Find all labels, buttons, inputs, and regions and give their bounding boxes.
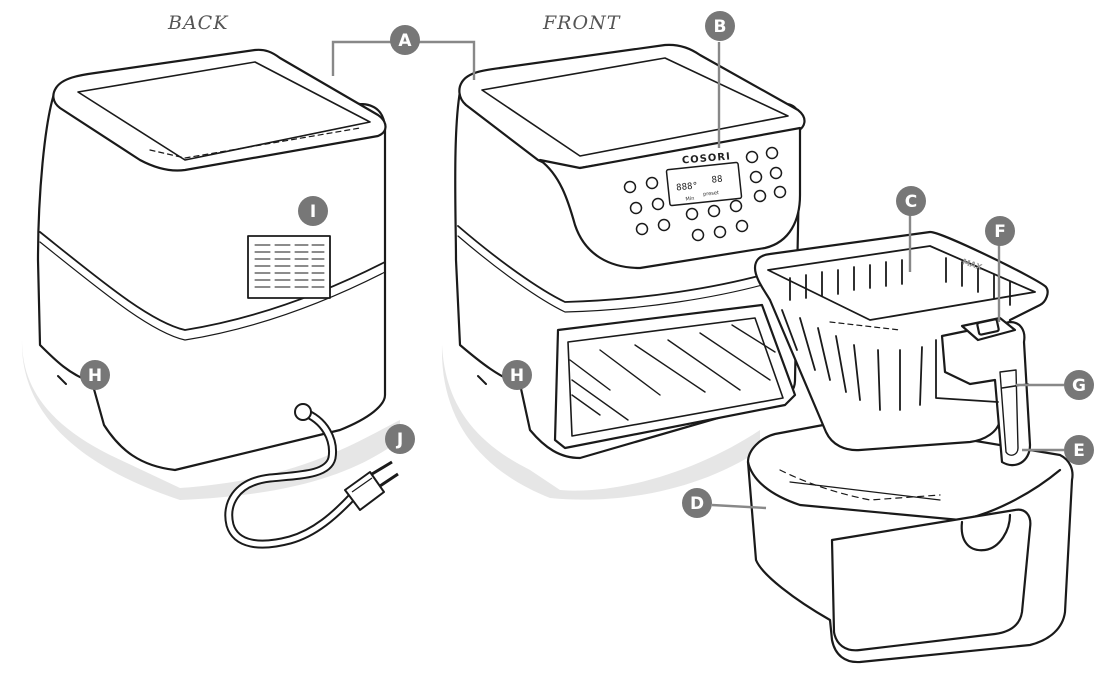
- inner-basket-rim: [767, 245, 1036, 321]
- back-vent-slots: [254, 244, 325, 288]
- back-unit: [21, 48, 401, 500]
- back-unit-lid: [52, 48, 387, 172]
- outer-basket-inner-dash: [779, 469, 941, 501]
- callout-d-marker: [682, 488, 712, 518]
- power-cord: [224, 403, 357, 549]
- outer-basket: [746, 418, 1074, 664]
- callout-j-label: J: [396, 430, 403, 450]
- callout-h-front-marker: [502, 360, 532, 390]
- leader-lines: [331, 40, 1064, 510]
- outer-basket-front: [830, 508, 1032, 652]
- callout-b-label: B: [714, 17, 727, 37]
- callout-f-label: F: [994, 222, 1006, 242]
- bottom-button-cluster: [685, 199, 749, 242]
- handle-inner: [999, 369, 1019, 456]
- lcd-time: 88: [711, 175, 723, 186]
- callout-c-marker: [896, 186, 926, 216]
- callout-i-marker: [298, 196, 328, 226]
- handle-base: [935, 339, 999, 403]
- plug-ridge: [351, 477, 373, 493]
- callout-h-back-marker: [80, 360, 110, 390]
- inner-basket-body: [753, 230, 1049, 452]
- back-unit-shadow: [21, 340, 401, 500]
- callout-e-label: E: [1073, 441, 1085, 461]
- cord-inner: [226, 409, 355, 547]
- callout-j-marker: [385, 424, 415, 454]
- back-unit-lid-dash: [149, 127, 361, 159]
- release-button: [976, 318, 1000, 336]
- inner-basket: [753, 230, 1049, 452]
- left-button-cluster: [623, 176, 671, 236]
- cord-grommet: [294, 403, 312, 421]
- brand-logo: COSORI: [682, 151, 732, 166]
- callout-i-label: I: [310, 202, 316, 222]
- outer-basket-notch: [960, 513, 1012, 552]
- callout-h-front-label: H: [510, 366, 524, 386]
- callout-a-marker: [390, 25, 420, 55]
- front-unit-lid-inner: [481, 57, 789, 157]
- leader-d: [711, 503, 767, 510]
- inner-basket-bottom-dash: [829, 321, 901, 331]
- lcd-label-preset: preset: [703, 190, 719, 198]
- handle-grip: [940, 320, 1032, 467]
- callout-b-marker: [705, 11, 735, 41]
- back-unit-lid-inner: [77, 61, 371, 161]
- back-unit-foot: [57, 375, 67, 385]
- inner-basket-slots: [781, 257, 1011, 411]
- outer-basket-inner-line: [789, 481, 941, 501]
- callouts: [80, 11, 1094, 518]
- right-button-cluster: [745, 146, 787, 203]
- plug-prong-1: [371, 460, 393, 476]
- callout-a-label: A: [398, 31, 412, 51]
- front-unit-seam: [457, 225, 781, 303]
- back-unit-seam-2: [39, 241, 386, 341]
- drawer-opening-inner: [567, 317, 784, 437]
- callout-d-label: D: [690, 494, 704, 514]
- lcd-display: [665, 161, 743, 207]
- callout-h-back-label: H: [88, 366, 102, 386]
- leader-a: [331, 40, 476, 80]
- back-vent-grille: [247, 235, 331, 299]
- power-plug: [344, 460, 399, 511]
- control-panel-details: [623, 146, 787, 242]
- basket-handle: [935, 316, 1032, 467]
- callout-e-marker: [1064, 435, 1094, 465]
- back-unit-seam: [39, 231, 386, 331]
- lcd-temperature: 888°: [676, 181, 699, 193]
- front-unit-foot: [477, 375, 487, 385]
- callout-c-label: C: [905, 192, 917, 212]
- plug-body: [344, 471, 385, 511]
- back-view-label: BACK: [168, 12, 229, 34]
- drawer-opening: [553, 303, 797, 450]
- drawer-rack-lines: [569, 324, 776, 421]
- front-unit-seam-2: [457, 235, 781, 313]
- callout-g-label: G: [1072, 376, 1086, 396]
- lcd-label-min: Min: [685, 196, 694, 203]
- plug-prong-2: [379, 472, 399, 488]
- front-view-label: FRONT: [543, 12, 621, 34]
- callout-f-marker: [985, 216, 1015, 246]
- callout-g-marker: [1064, 370, 1094, 400]
- front-unit: [441, 43, 806, 500]
